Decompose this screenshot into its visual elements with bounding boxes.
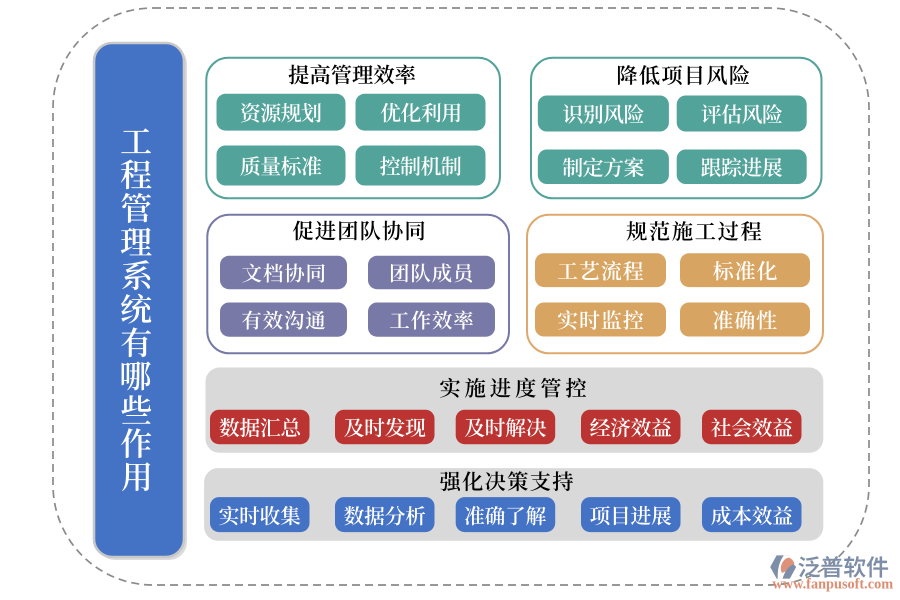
svg-text:www.fanpusoft.com: www.fanpusoft.com [772, 577, 893, 593]
